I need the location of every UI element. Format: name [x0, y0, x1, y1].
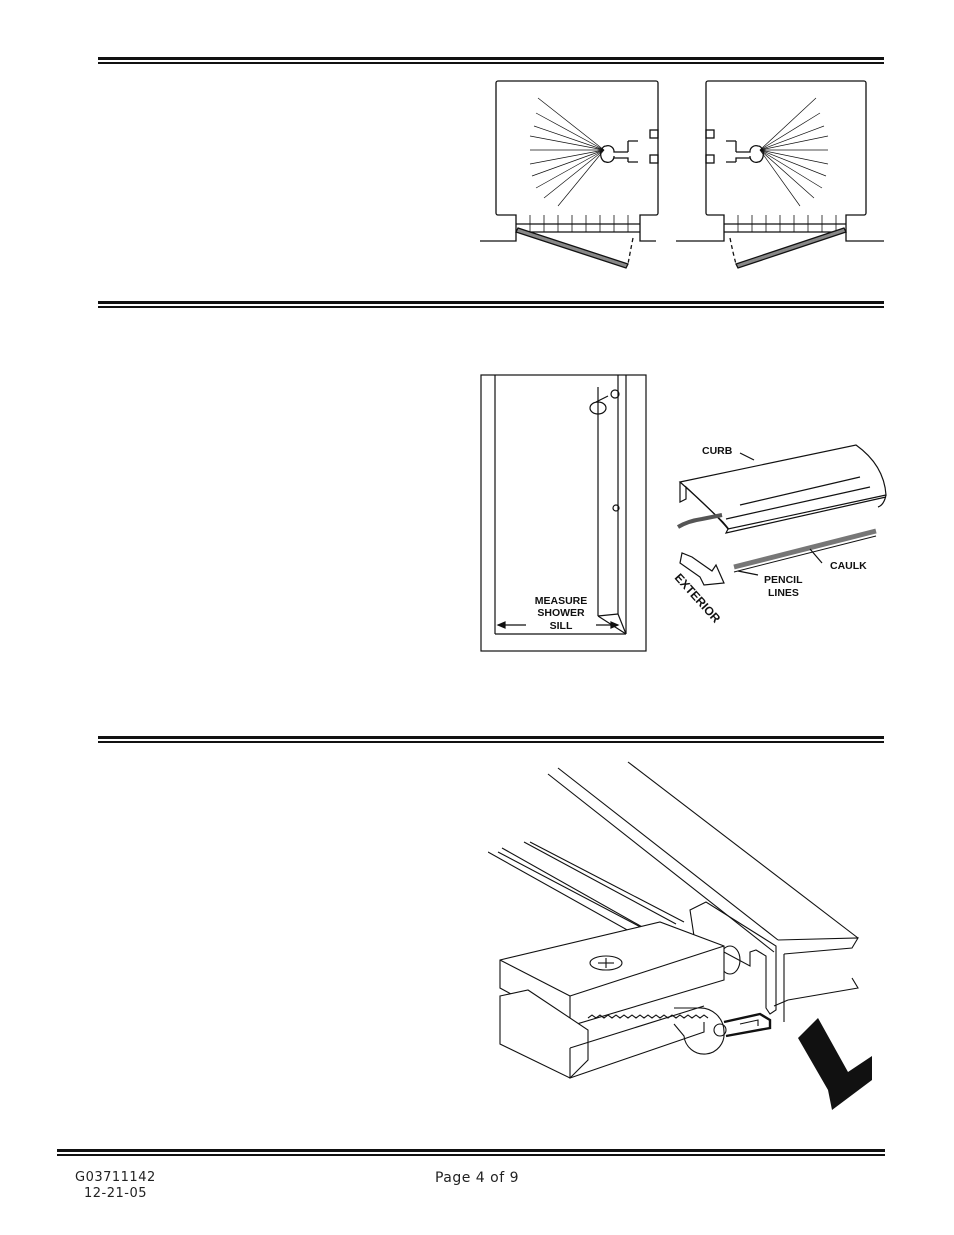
section-rule-1 — [98, 57, 884, 66]
curb-caulk-illustration: CURB CAULK PENCIL LINES EXTERIOR — [672, 444, 887, 626]
document-date: 12-21-05 — [84, 1186, 148, 1201]
measure-label: MEASURE — [535, 595, 588, 607]
section-rule-2 — [98, 301, 884, 310]
bottom-guide-illustration — [488, 761, 872, 1110]
curb-label: CURB — [702, 445, 733, 457]
lines-label: LINES — [768, 587, 799, 599]
document-code-block: G03711142 12-21-05 — [75, 1170, 156, 1202]
shower-label: SHOWER — [537, 607, 585, 619]
document-code: G03711142 — [75, 1170, 156, 1185]
measure-sill-illustration: MEASURE SHOWER SILL — [480, 374, 647, 652]
section-rule-3 — [98, 736, 884, 745]
caulk-label: CAULK — [830, 560, 867, 572]
footer-rule — [57, 1149, 885, 1158]
sill-label: SILL — [550, 620, 573, 632]
door-swing-illustration — [480, 80, 884, 269]
page-number: Page 4 of 9 — [434, 1170, 520, 1186]
pencil-label: PENCIL — [764, 574, 803, 586]
